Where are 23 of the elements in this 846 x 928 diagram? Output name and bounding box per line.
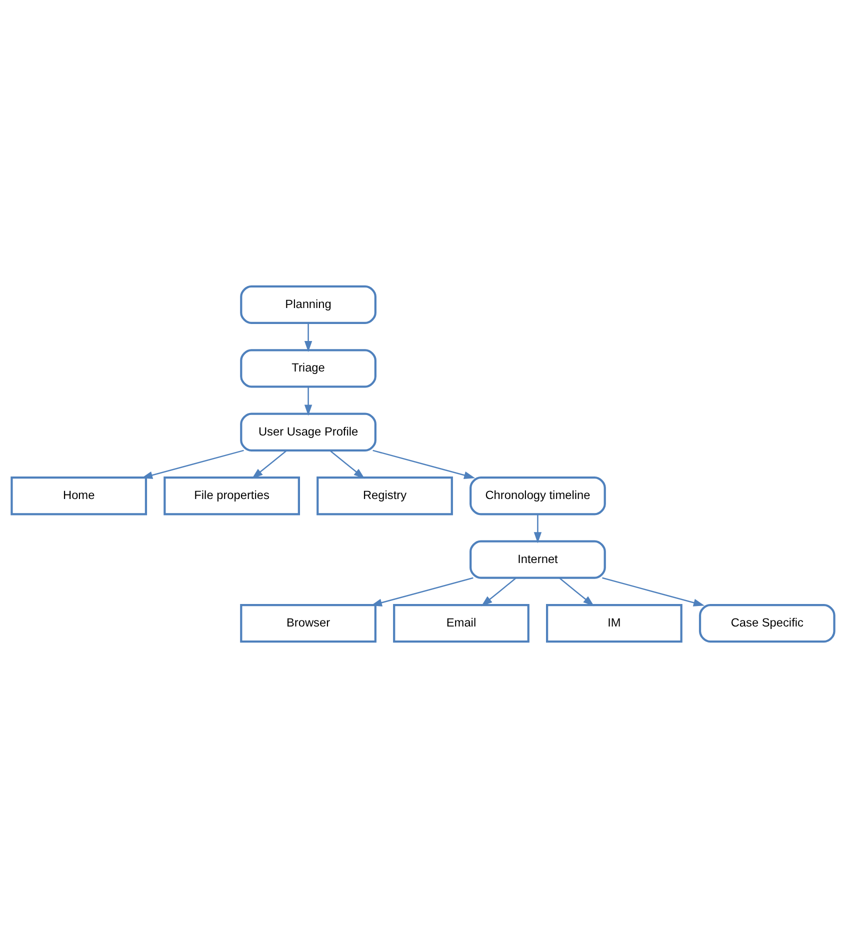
node-box: Home — [10, 476, 148, 516]
node-box: User Usage Profile — [240, 412, 376, 452]
node-box: Chronology timeline — [470, 476, 606, 516]
arrow — [141, 450, 244, 479]
node-box: Email — [393, 604, 530, 643]
node-box: IM — [546, 604, 682, 643]
node-box: Browser — [240, 604, 376, 643]
arrow — [370, 577, 474, 606]
node-box: File properties — [164, 476, 300, 516]
arrow — [559, 578, 594, 606]
node-box: Triage — [240, 349, 376, 388]
arrow — [330, 450, 365, 479]
arrow — [304, 323, 312, 352]
arrow — [304, 386, 312, 416]
node-box: Internet — [470, 540, 606, 579]
node-box: Planning — [240, 285, 376, 324]
arrow — [481, 578, 516, 606]
arrow — [372, 450, 476, 479]
arrow — [602, 577, 705, 606]
arrow — [252, 450, 287, 479]
node-box: Registry — [316, 476, 453, 516]
node-box: Case Specific — [698, 604, 836, 643]
arrow — [534, 514, 542, 544]
